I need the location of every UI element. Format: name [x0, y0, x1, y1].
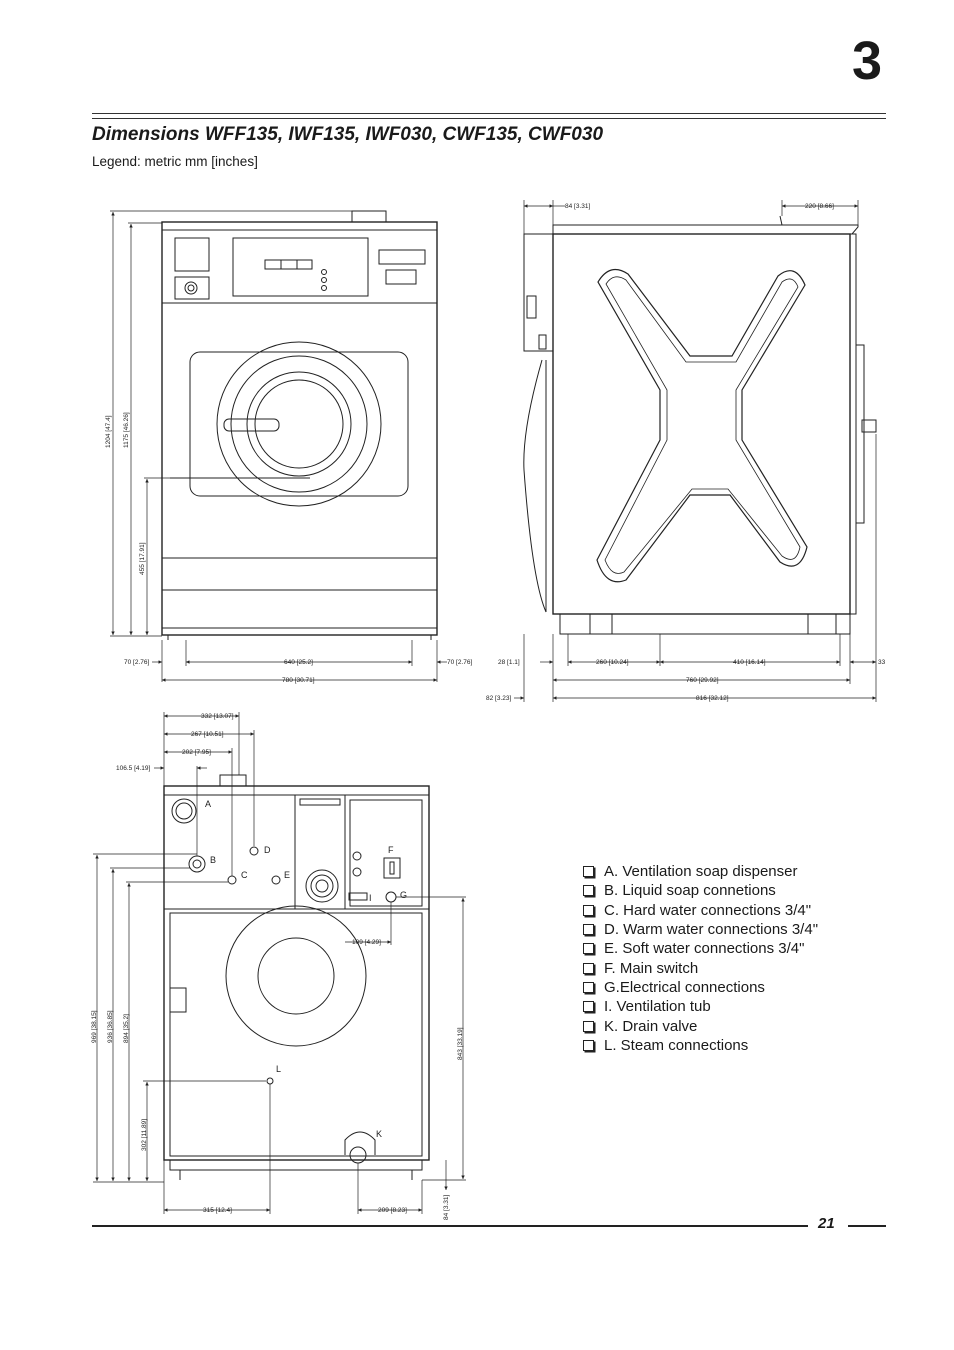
legend-item: F. Main switch: [583, 958, 818, 977]
dim-front-right-offset: 70 [2.76]: [447, 659, 472, 666]
dim-side-foot-spacing-1: 260 [10.24]: [596, 659, 629, 666]
rear-view: [163, 774, 430, 1180]
dim-front-door-height: 455 [17.91]: [139, 542, 146, 575]
dim-front-total-width: 780 [30.71]: [282, 677, 315, 684]
dim-rear-b1: 315 [12.4]: [203, 1207, 232, 1214]
dim-front-panel-height: 1175 [46.26]: [123, 412, 130, 448]
label-e: E: [284, 870, 290, 880]
dim-front-inner-width: 640 [25.2]: [284, 659, 313, 666]
checkbox-icon: [583, 943, 594, 955]
legend-item: E. Soft water connections 3/4": [583, 939, 818, 958]
footer-rule-right: [848, 1225, 886, 1227]
label-c: C: [241, 870, 248, 880]
dim-rear-h2: 936 [36.85]: [107, 1010, 114, 1043]
header-rule-1: [92, 113, 886, 114]
checkbox-icon: [583, 904, 594, 916]
legend-item: L. Steam connections: [583, 1036, 818, 1055]
dim-side-right-edge: 33: [878, 659, 886, 666]
page-title: Dimensions WFF135, IWF135, IWF030, CWF13…: [92, 124, 604, 145]
front-view: [161, 210, 438, 640]
dim-side-foot-spacing-2: 410 [16.14]: [733, 659, 766, 666]
checkbox-icon: [583, 924, 594, 936]
checkbox-icon: [583, 866, 594, 878]
legend-item: I. Ventilation tub: [583, 997, 818, 1016]
front-view-dimensions: [110, 210, 447, 682]
units-note: Legend: metric mm [inches]: [92, 154, 258, 169]
dim-side-top-left: 84 [3.31]: [565, 203, 590, 210]
footer-rule-left: [92, 1225, 808, 1227]
legend-item-text: D. Warm water connections 3/4": [604, 921, 819, 939]
legend-item-text: B. Liquid soap connetions: [604, 882, 776, 900]
dim-side-bottom-left: 28 [1.1]: [498, 659, 520, 666]
legend-item: A. Ventilation soap dispenser: [583, 862, 818, 881]
side-view-dimensions: [514, 200, 877, 702]
legend-item: D. Warm water connections 3/4": [583, 920, 818, 939]
checkbox-icon: [583, 1039, 594, 1051]
checkbox-icon: [583, 1020, 594, 1032]
dim-rear-d2: 267 [10.51]: [191, 731, 224, 738]
legend-item: B. Liquid soap connetions: [583, 881, 818, 900]
chapter-number: 3: [851, 31, 882, 91]
dim-rear-d1: 332 [13.07]: [201, 713, 234, 720]
dim-rear-h4: 302 [11.89]: [141, 1119, 148, 1151]
label-l: L: [276, 1064, 281, 1074]
legend-item: G.Electrical connections: [583, 978, 818, 997]
dim-side-front-overhang: 82 [3.23]: [486, 695, 511, 702]
label-a: A: [205, 799, 211, 809]
legend-item: K. Drain valve: [583, 1016, 818, 1035]
legend-item-text: G.Electrical connections: [604, 978, 765, 996]
label-i: I: [369, 893, 372, 903]
dim-rear-d5: 109 [4.29]: [352, 939, 381, 946]
label-g: G: [400, 890, 407, 900]
label-k: K: [376, 1129, 382, 1139]
checkbox-icon: [583, 981, 594, 993]
connections-legend: A. Ventilation soap dispenser B. Liquid …: [583, 862, 818, 1055]
legend-item-text: L. Steam connections: [604, 1036, 749, 1054]
dim-rear-b2: 209 [8.23]: [378, 1207, 407, 1214]
legend-item-text: C. Hard water connections 3/4": [604, 901, 812, 919]
dim-rear-b3: 84 [3.31]: [443, 1195, 450, 1220]
legend-item-text: A. Ventilation soap dispenser: [604, 863, 798, 881]
header-rule-2: [92, 118, 886, 119]
dim-side-depth: 760 [29.92]: [686, 677, 719, 684]
dim-side-total-depth: 816 [32.12]: [696, 695, 729, 702]
legend-item-text: I. Ventilation tub: [604, 998, 711, 1016]
dim-front-total-height: 1204 [47.4]: [105, 415, 112, 448]
page-number: 21: [818, 1215, 835, 1232]
legend-item-text: F. Main switch: [604, 959, 699, 977]
dim-front-left-offset: 70 [2.76]: [124, 659, 149, 666]
dim-rear-h3: 894 [35.2]: [123, 1014, 130, 1043]
label-f: F: [388, 845, 394, 855]
label-d: D: [264, 845, 271, 855]
dim-rear-d4: 106.5 [4.19]: [116, 765, 151, 772]
legend-item-text: K. Drain valve: [604, 1017, 698, 1035]
side-view: [523, 215, 877, 635]
checkbox-icon: [583, 1001, 594, 1013]
dim-rear-h5: 843 [33.19]: [457, 1027, 464, 1060]
legend-item: C. Hard water connections 3/4": [583, 901, 818, 920]
legend-item-text: E. Soft water connections 3/4": [604, 940, 805, 958]
label-b: B: [210, 855, 216, 865]
dim-side-top-right: 220 [8.66]: [805, 203, 834, 210]
checkbox-icon: [583, 962, 594, 974]
dim-rear-d3: 202 [7.95]: [182, 749, 211, 756]
rear-view-dimensions: [93, 712, 466, 1214]
checkbox-icon: [583, 885, 594, 897]
dim-rear-h1: 969 [38.15]: [91, 1010, 98, 1043]
